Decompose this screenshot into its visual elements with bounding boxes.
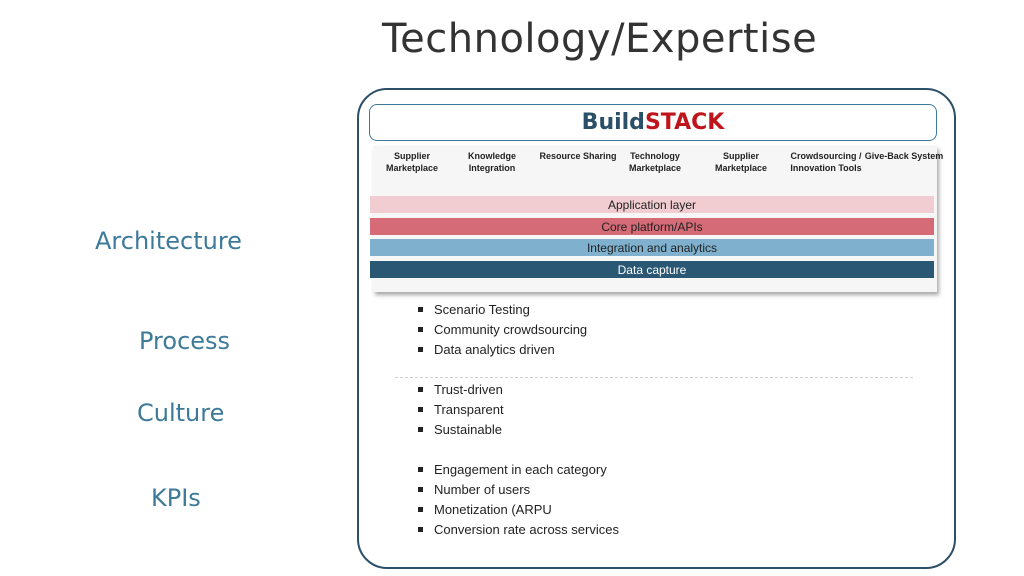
process-list: Scenario Testing Community crowdsourcing…	[418, 300, 587, 360]
content-frame	[357, 88, 956, 569]
category-supplier-marketplace-2: Supplier Marketplace	[714, 151, 768, 173]
architecture-label: Architecture	[95, 227, 242, 255]
category-supplier-marketplace: Supplier Marketplace	[385, 151, 439, 173]
section-divider	[395, 377, 913, 378]
list-item: Monetization (ARPU	[418, 500, 619, 520]
process-label: Process	[139, 327, 231, 355]
integration-analytics-layer: Integration and analytics	[370, 239, 934, 256]
culture-label: Culture	[137, 399, 225, 427]
category-give-back-system: Give-Back System	[864, 151, 944, 161]
core-platform-layer: Core platform/APIs	[370, 218, 934, 235]
page-title: Technology/Expertise	[382, 16, 818, 62]
list-item: Trust-driven	[418, 380, 504, 400]
list-item: Number of users	[418, 480, 619, 500]
kpi-list: Engagement in each category Number of us…	[418, 460, 619, 540]
brand-name-build: Build	[581, 110, 645, 135]
category-knowledge-integration: Knowledge Integration	[467, 151, 516, 173]
list-item: Conversion rate across services	[418, 520, 619, 540]
list-item: Data analytics driven	[418, 340, 587, 360]
category-crowdsourcing-innovation-tools: Crowdsourcing / Innovation Tools	[790, 151, 862, 173]
kpis-label: KPIs	[151, 484, 201, 512]
list-item: Scenario Testing	[418, 300, 587, 320]
list-item: Transparent	[418, 400, 504, 420]
category-technology-marketplace: Technology Marketplace	[628, 151, 682, 173]
list-item: Engagement in each category	[418, 460, 619, 480]
data-capture-layer: Data capture	[370, 261, 934, 278]
category-resource-sharing: Resource Sharing	[539, 151, 617, 161]
list-item: Community crowdsourcing	[418, 320, 587, 340]
brand-name-stack: STACK	[644, 110, 725, 135]
list-item: Sustainable	[418, 420, 504, 440]
application-layer: Application layer	[370, 196, 934, 213]
culture-list: Trust-driven Transparent Sustainable	[418, 380, 504, 440]
